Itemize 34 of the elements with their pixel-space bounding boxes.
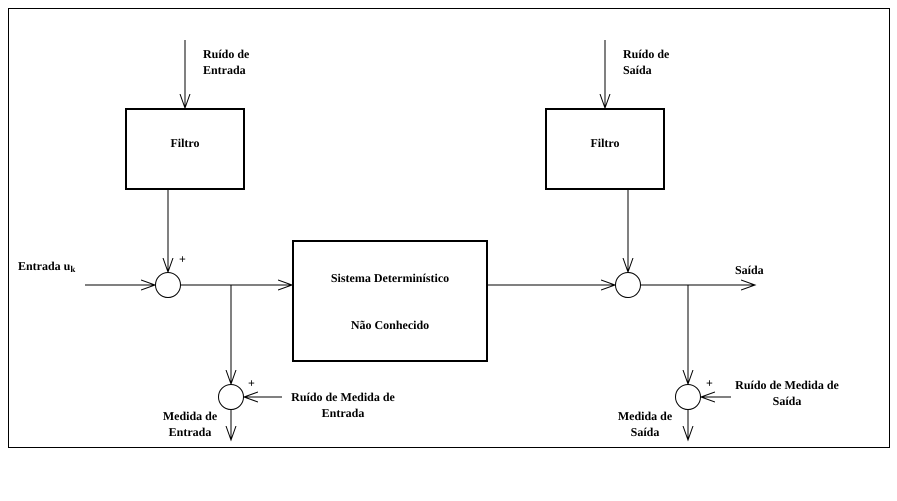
- arrow: [682, 410, 694, 440]
- summing-junction: [155, 272, 181, 298]
- block-label: Não Conhecido: [350, 316, 430, 334]
- arrow: [180, 40, 190, 108]
- sign-label: +: [248, 377, 255, 389]
- arrow: [488, 280, 616, 290]
- arrow: [640, 284, 694, 384]
- edge-label: Saída: [735, 262, 765, 278]
- edge-label: Medida de Saída: [616, 408, 674, 440]
- arrow: [600, 40, 610, 108]
- edge-label: Ruído de Medida de Entrada: [290, 389, 396, 421]
- arrow: [622, 190, 634, 272]
- edge-label: Medida de Entrada: [162, 408, 218, 440]
- block-box: [292, 240, 488, 362]
- arrow: [244, 392, 282, 402]
- sign-label: +: [179, 253, 186, 265]
- block-box: [125, 108, 245, 190]
- arrow: [84, 280, 156, 290]
- arrow: [700, 392, 732, 402]
- arrow: [162, 190, 174, 272]
- edge-label: Ruído de Medida de Saída: [734, 377, 840, 409]
- summing-junction: [615, 272, 641, 298]
- edge-label: Entrada u$_{k}$: [18, 258, 76, 274]
- block-label: Sistema Determinístico: [330, 270, 450, 286]
- block-label: Filtro: [169, 135, 201, 152]
- block-label: Filtro: [589, 135, 621, 152]
- block-box: [545, 108, 665, 190]
- summing-junction: [218, 384, 244, 410]
- edge-label: Ruído de Saída: [623, 46, 670, 78]
- summing-junction: [675, 384, 701, 410]
- arrow: [180, 284, 236, 384]
- arrow: [226, 410, 236, 440]
- sign-label: +: [706, 377, 713, 389]
- edge-label: Ruído de Entrada: [203, 46, 250, 78]
